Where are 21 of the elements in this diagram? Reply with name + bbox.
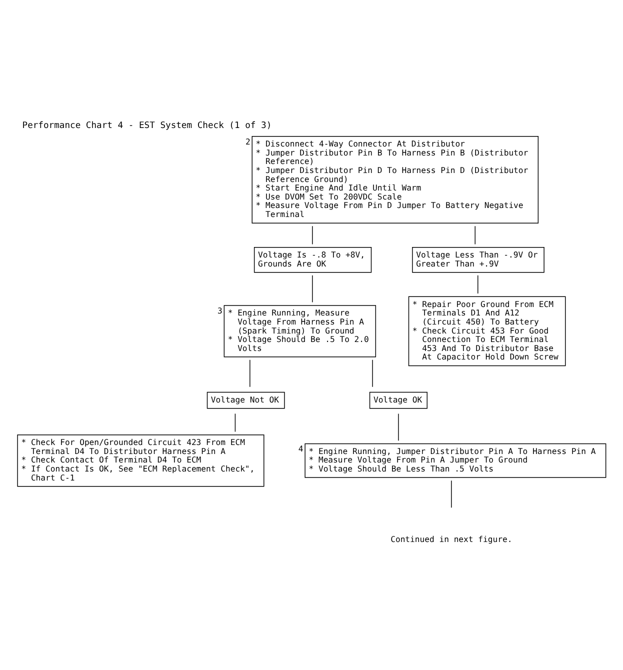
label: Continued in next figure. <box>390 533 512 544</box>
node-box: * Disconnect 4-Way Connector At Distributor * Jumper Distributor Pin B To Harness Pin B (Distributor Reference) * Jumper Distributor Pin D To Harness Pin D (Distributor Reference Ground) * Start Engine And Idle Until Warm * Use DVOM Set To 200VDC Scale * Measure Voltage From Pin D Jumper To Battery Negative Terminal <box>252 135 539 223</box>
node-box: Voltage Less Than -.9V Or Greater Than +.9V <box>412 246 544 272</box>
node-box: Voltage Not OK <box>206 391 285 408</box>
node-box: * Engine Running, Measure Voltage From Harness Pin A (Spark Timing) To Ground * Voltage Should Be .5 To 2.0 Volts <box>224 304 376 357</box>
node-box: * Repair Poor Ground From ECM Terminals D1 And A12 (Circuit 450) To Battery * Check Circuit 453 For Good Connection To ECM Terminal 453 And To Distributor Base At Capacitor Hold Down Screw <box>408 296 566 366</box>
node-box: Voltage OK <box>369 391 428 408</box>
node-label: 3 <box>218 304 222 315</box>
connector <box>451 480 452 508</box>
connector <box>312 225 313 244</box>
diagram-title: Performance Chart 4 - EST System Check (1 of 3) <box>22 120 272 130</box>
node-box: Voltage Is -.8 To +8V, Grounds Are OK <box>254 246 372 272</box>
connector <box>474 225 476 244</box>
connector <box>234 412 236 432</box>
node-label: 2 <box>246 136 250 146</box>
node-box: * Engine Running, Jumper Distributor Pin A To Harness Pin A * Measure Voltage From Pin A Jumper To Ground * Voltage Should Be Less Than .5 Volts <box>304 442 606 478</box>
connector <box>372 359 373 387</box>
connector <box>398 412 399 440</box>
node-box: * Check For Open/Grounded Circuit 423 From ECM Terminal D4 To Distributor Harness Pin A * Check Contact Of Terminal D4 To ECM * If Contact Is OK, See "ECM Replacement Check", Chart C-1 <box>17 434 264 486</box>
node-label: 4 <box>298 443 304 454</box>
connector <box>312 274 313 302</box>
